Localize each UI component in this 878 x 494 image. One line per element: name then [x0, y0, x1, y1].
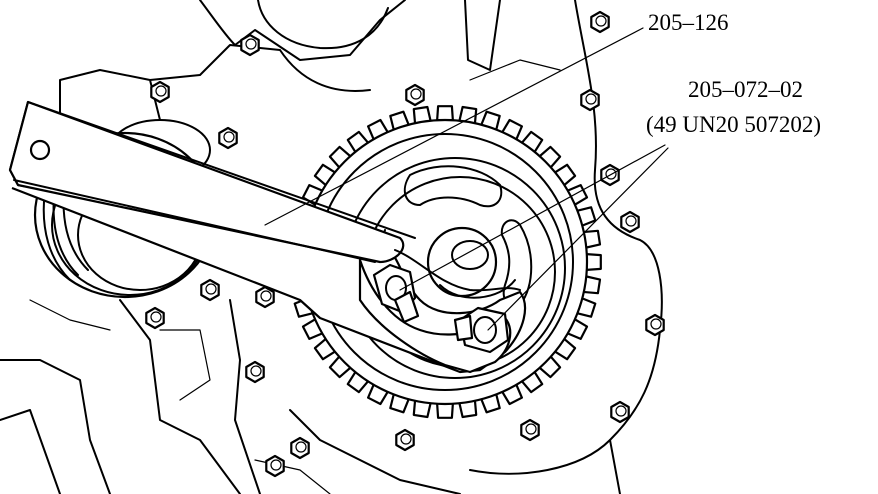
engine-block-bolts — [145, 10, 665, 478]
tool-bolt-lower — [453, 306, 510, 354]
block-bolt — [200, 278, 220, 302]
block-bolt — [620, 210, 640, 234]
tool-bolts — [372, 263, 510, 354]
block-bolt — [255, 285, 275, 309]
block-bolt — [245, 360, 265, 384]
wrench-part-number: 205–126 — [648, 10, 729, 35]
block-bolt — [150, 80, 170, 104]
block-bolt — [580, 88, 600, 112]
leader-wrench — [264, 27, 644, 226]
block-bolt — [645, 313, 665, 337]
block-bolt — [395, 428, 415, 452]
block-bolt — [240, 33, 260, 57]
leader-fastener-lower — [487, 147, 669, 331]
block-bolt — [145, 306, 165, 330]
fastener-part-number: 205–072–02 — [688, 77, 803, 102]
block-bolt — [218, 126, 238, 150]
callout-labels: 205–126 205–072–02 (49 UN20 507202) — [640, 6, 876, 138]
block-bolt — [290, 436, 310, 460]
block-bolt — [405, 83, 425, 107]
block-bolt — [520, 418, 540, 442]
fastener-alt-number: (49 UN20 507202) — [646, 112, 821, 137]
block-bolt — [265, 454, 285, 478]
tool-bolt-upper — [372, 263, 420, 324]
engine-block-outline — [0, 0, 663, 494]
block-bolt — [590, 10, 610, 34]
block-bolt — [610, 400, 630, 424]
leader-fastener-upper — [399, 144, 666, 291]
callout-leaders — [264, 27, 669, 331]
